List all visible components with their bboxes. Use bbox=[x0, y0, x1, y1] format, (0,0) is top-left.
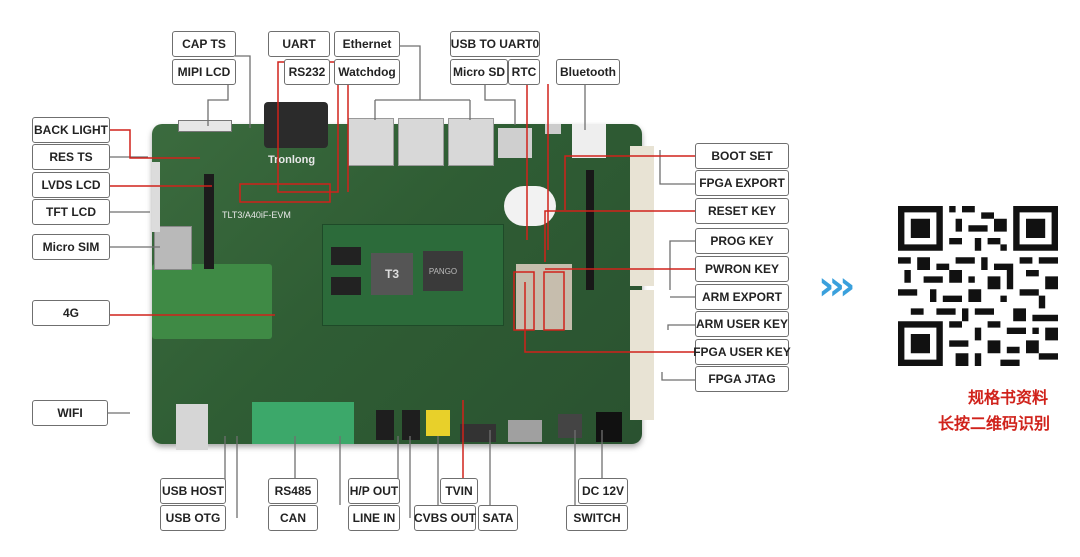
red-leaders bbox=[110, 61, 695, 490]
label-can: CAN bbox=[268, 505, 318, 531]
label-4g: 4G bbox=[32, 300, 110, 326]
bluetooth-module bbox=[572, 124, 606, 158]
label-sata: SATA bbox=[478, 505, 518, 531]
label-lvds-lcd: LVDS LCD bbox=[32, 172, 110, 198]
label-micro-sim: Micro SIM bbox=[32, 234, 110, 260]
ethernet-jack bbox=[448, 118, 494, 166]
rca-jack bbox=[426, 410, 450, 436]
label-back-light: BACK LIGHT bbox=[32, 117, 110, 143]
hdmi-port bbox=[508, 420, 542, 442]
qr-code[interactable] bbox=[898, 206, 1058, 366]
grey-leaders bbox=[107, 45, 695, 518]
terminal-block bbox=[252, 402, 354, 444]
ram-chip bbox=[331, 247, 361, 265]
arm-export-header bbox=[630, 290, 654, 420]
ram-chip bbox=[331, 277, 361, 295]
label-pwron-key: PWRON KEY bbox=[695, 256, 789, 282]
label-mipi-lcd: MIPI LCD bbox=[172, 59, 236, 85]
fpga-label: PANGO bbox=[428, 266, 458, 276]
boot-switch bbox=[586, 170, 594, 290]
power-switch bbox=[558, 414, 582, 438]
label-fpga-jtag: FPGA JTAG bbox=[695, 366, 789, 392]
label-boot-set: BOOT SET bbox=[695, 143, 789, 169]
model-silkscreen: TLT3/A40iF-EVM bbox=[222, 210, 291, 220]
fpga-export-header bbox=[630, 146, 654, 286]
label-usb-to-uart0: USB TO UART0 bbox=[450, 31, 540, 57]
label-ethernet: Ethernet bbox=[334, 31, 400, 57]
audio-jack bbox=[376, 410, 394, 440]
fpga-chip: PANGO bbox=[423, 251, 463, 291]
label-wifi: WIFI bbox=[32, 400, 108, 426]
chevron-arrows-icon: ››› bbox=[818, 263, 856, 309]
label-line-in: LINE IN bbox=[348, 505, 400, 531]
label-usb-otg: USB OTG bbox=[160, 505, 226, 531]
lcd-connector bbox=[152, 162, 160, 232]
label-micro-sd: Micro SD bbox=[450, 59, 508, 85]
usb-host-port bbox=[176, 404, 208, 450]
audio-jack bbox=[402, 410, 420, 440]
label-rs232: RS232 bbox=[284, 59, 330, 85]
label-switch: SWITCH bbox=[566, 505, 628, 531]
label-uart: UART bbox=[268, 31, 330, 57]
label-prog-key: PROG KEY bbox=[695, 228, 789, 254]
label-hp-out: H/P OUT bbox=[348, 478, 400, 504]
lte-module-area bbox=[152, 264, 272, 339]
label-dc-12v: DC 12V bbox=[578, 478, 628, 504]
label-res-ts: RES TS bbox=[32, 144, 110, 170]
label-cap-ts: CAP TS bbox=[172, 31, 236, 57]
brand-silkscreen: Tronlong bbox=[268, 154, 316, 166]
label-rtc: RTC bbox=[508, 59, 540, 85]
label-cvbs-out: CVBS OUT bbox=[414, 505, 476, 531]
label-usb-host: USB HOST bbox=[160, 478, 226, 504]
qr-caption-line2: 长按二维码识别 bbox=[937, 414, 1050, 433]
lcd-connector bbox=[204, 174, 214, 269]
soc-chip: T3 bbox=[371, 253, 413, 295]
label-tvin: TVIN bbox=[440, 478, 478, 504]
label-reset-key: RESET KEY bbox=[695, 198, 789, 224]
label-arm-export: ARM EXPORT bbox=[695, 284, 789, 310]
label-arm-user-key: ARM USER KEY bbox=[695, 311, 789, 337]
label-fpga-export: FPGA EXPORT bbox=[695, 170, 789, 196]
db9-connector bbox=[264, 102, 328, 148]
label-bluetooth: Bluetooth bbox=[556, 59, 620, 85]
soc-label: T3 bbox=[384, 267, 399, 281]
dc-jack bbox=[596, 412, 622, 442]
mipi-connector bbox=[178, 120, 232, 132]
pcb-board: T3 PANGO Tronlong TLT3/A40iF-EVM bbox=[152, 102, 654, 450]
qr-caption-line1: 规格书资料 bbox=[967, 388, 1048, 407]
label-tft-lcd: TFT LCD bbox=[32, 199, 110, 225]
label-fpga-user-key: FPGA USER KEY bbox=[693, 339, 791, 365]
sim-slot bbox=[154, 226, 192, 270]
label-watchdog: Watchdog bbox=[334, 59, 400, 85]
label-rs485: RS485 bbox=[268, 478, 318, 504]
sata-port bbox=[460, 424, 496, 442]
usb-c-port bbox=[545, 124, 561, 134]
ethernet-jack bbox=[398, 118, 444, 166]
som-module: T3 PANGO bbox=[322, 224, 504, 326]
